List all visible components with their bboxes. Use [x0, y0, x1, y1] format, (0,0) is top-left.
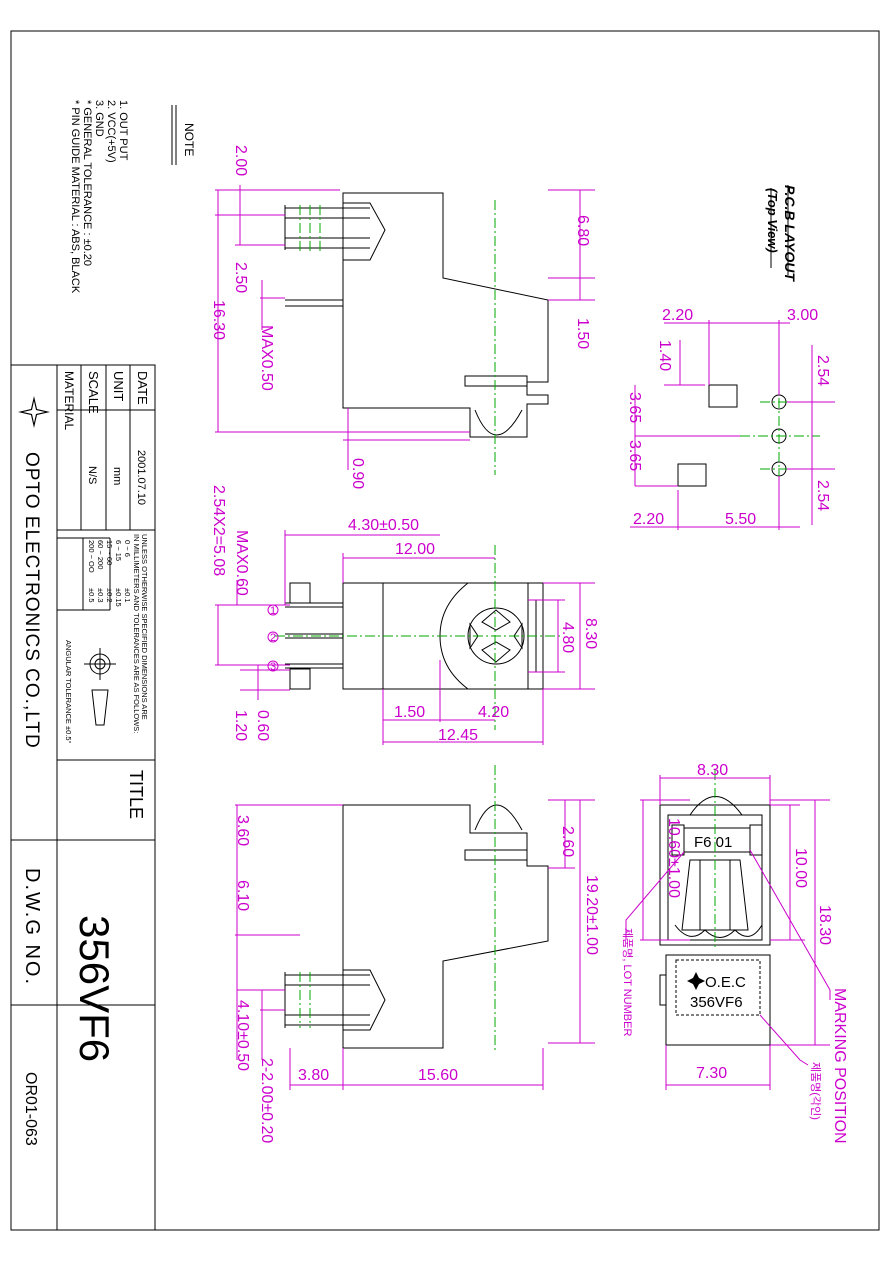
pin-1-label: 1 — [270, 605, 276, 617]
lower-dim-d7: 2.60 — [559, 826, 576, 857]
tol-row-3-range: 15 ~ 60 — [105, 540, 114, 565]
upper-dim-d7: 1.50 — [574, 318, 591, 349]
front-dim-top: 8.30 — [697, 762, 728, 779]
date-value: 2001.07.10 — [135, 450, 147, 505]
middle-dim-d5: 8.30 — [582, 618, 599, 649]
note-line-5: * PIN GUIDE MATERIAL : ABS, BLACK — [69, 100, 81, 294]
note-line-4: * GENERAL TOLERANCE : ±0.20 — [81, 100, 93, 266]
angular-tolerance: ANGULAR TOLERANCE ±0.5° — [64, 640, 73, 744]
scale-label: SCALE — [86, 371, 101, 414]
pin-3-label: 3 — [270, 661, 276, 673]
pcb-dim-a1: 3.65 — [626, 392, 643, 423]
tol-row-1-range: 0 ~ 6 — [123, 540, 132, 557]
middle-dim-d4: 12.00 — [395, 541, 435, 558]
title-block-text: DATE 2001.07.10 UNIT mm SCALE N/S MATERI… — [18, 371, 150, 1146]
upper-dim-d1: 2.00 — [232, 145, 249, 176]
title-label: TITLE — [126, 770, 146, 819]
middle-dim-d10: 1.20 — [232, 710, 249, 741]
lower-dim-d5: 3.80 — [298, 1067, 329, 1084]
front-dim-r2: 18.30 — [816, 905, 833, 945]
lot-code: F6 01 — [694, 834, 732, 851]
pcb-dim-w1: 2.20 — [662, 307, 693, 324]
front-dim-bottom: 7.30 — [696, 1065, 727, 1082]
marking-box — [675, 959, 761, 1016]
pcb-dim-b2: 5.50 — [725, 511, 756, 528]
middle-dim-d3: 4.30±0.50 — [348, 517, 419, 534]
company-name: OPTO ELECTRONICS CO.,LTD — [21, 452, 42, 749]
notes-header: NOTE — [182, 123, 196, 156]
tolerance-note-2: IN MILLIMETERS AND TOLERANCES ARE AS FOL… — [132, 534, 141, 733]
middle-dim-d7: 1.50 — [394, 704, 425, 721]
middle-dim-d6: 4.80 — [559, 622, 576, 653]
note-line-2: 2. VCC(+5V) — [105, 100, 117, 163]
front-dim-r1: 10.00 — [792, 848, 809, 888]
tol-row-5-value: ±0.5 — [87, 588, 96, 603]
tol-row-4-value: ±0.3 — [96, 588, 105, 603]
date-label: DATE — [135, 371, 150, 405]
lower-dim-d2: 6.10 — [234, 880, 251, 911]
tol-row-2-value: ±0.15 — [114, 588, 123, 607]
tol-row-2-range: 6 ~ 15 — [114, 540, 123, 561]
lower-side-view: 3.60 6.10 4.10±0.50 2-2.00±0.20 3.80 15.… — [234, 765, 600, 1143]
middle-dim-d9: 12.45 — [438, 727, 478, 744]
projection-symbol-icon — [84, 648, 116, 726]
tol-row-5-range: 200 ~ OO — [87, 540, 96, 573]
note-line-1: 1. OUT PUT — [117, 100, 129, 161]
pcb-dim-p2: 2.54 — [814, 480, 831, 511]
dwg-number: OR01-063 — [22, 1072, 39, 1146]
pcb-pad-upper — [708, 384, 738, 408]
lower-dim-d6: 15.60 — [418, 1067, 458, 1084]
tolerance-note-1: UNLESS OTHERWISE SPECIFIED DIMENSIONS AR… — [140, 534, 149, 720]
pcb-pad-lower — [677, 463, 707, 487]
upper-side-view: 2.00 2.50 16.30 MAX0.50 0.90 6.80 1.50 — [210, 145, 595, 489]
unit-value: mm — [111, 467, 123, 485]
lower-dim-d4: 2-2.00±0.20 — [258, 1058, 275, 1143]
middle-dim-d1: 2.54X2=5.08 — [210, 485, 227, 576]
pcb-subtitle: (Top View) — [765, 188, 780, 253]
upper-dim-d4: MAX0.50 — [258, 325, 275, 391]
pcb-dim-a2: 3.65 — [626, 440, 643, 471]
oec-star-icon — [687, 972, 705, 990]
pcb-layout: P.C.B LAYOUT (Top View) — [626, 185, 835, 530]
notes-block: NOTE 1. OUT PUT 2. VCC(+5V) 3. GND * GEN… — [69, 100, 196, 294]
company-logo-icon — [18, 396, 50, 428]
middle-dim-d8: 4.20 — [478, 704, 509, 721]
pcb-dim-w2: 3.00 — [787, 307, 818, 324]
unit-label: UNIT — [111, 371, 126, 401]
pcb-dim-p1: 2.54 — [814, 355, 831, 386]
marking-position-label: MARKING POSITION — [831, 988, 848, 1144]
upper-dim-d6: 6.80 — [574, 215, 591, 246]
lower-dim-d8: 19.20±1.00 — [583, 875, 600, 955]
middle-dim-d11: 0.60 — [254, 710, 271, 741]
middle-bottom-view: 1 2 3 2.54X2=5.08 MA — [210, 485, 599, 745]
dwg-label: D.W.G NO. — [21, 868, 43, 986]
title-block — [10, 364, 156, 1231]
lot-label-box — [683, 827, 751, 853]
tol-row-3-value: ±0.2 — [105, 588, 114, 603]
scale-value: N/S — [86, 466, 98, 484]
middle-dim-d2: MAX0.60 — [233, 530, 250, 596]
note-line-3: 3. GND — [93, 100, 105, 137]
upper-dim-d5: 0.90 — [349, 458, 366, 489]
marking-sub-label: 제품명(각인) — [809, 1062, 822, 1120]
upper-dim-d3: 16.30 — [210, 300, 227, 340]
lower-dim-d3: 4.10±0.50 — [234, 1000, 251, 1071]
material-label: MATERIAL — [62, 371, 76, 430]
front-marking-view: F6 01 O.E.C 356VF6 8.30 10.60±1.00 10.0 — [621, 762, 848, 1144]
pin-2-label: 2 — [270, 632, 276, 644]
pcb-title: P.C.B LAYOUT — [782, 185, 798, 282]
lower-dim-d1: 3.60 — [234, 815, 251, 846]
lot-number-label: 제품명, LOT NUMBER — [621, 928, 634, 1036]
tol-row-1-value: ±0.1 — [123, 588, 132, 603]
tol-row-4-range: 60 ~ 200 — [96, 540, 105, 569]
upper-dim-d2: 2.50 — [232, 262, 249, 293]
pcb-dim-b1: 2.20 — [633, 511, 664, 528]
logo-text: O.E.C — [705, 974, 746, 991]
front-dim-left: 10.60±1.00 — [665, 818, 682, 898]
part-number: 356VF6 — [71, 915, 118, 1062]
model-text: 356VF6 — [690, 994, 743, 1011]
pcb-dim-h1: 1.40 — [656, 340, 673, 371]
